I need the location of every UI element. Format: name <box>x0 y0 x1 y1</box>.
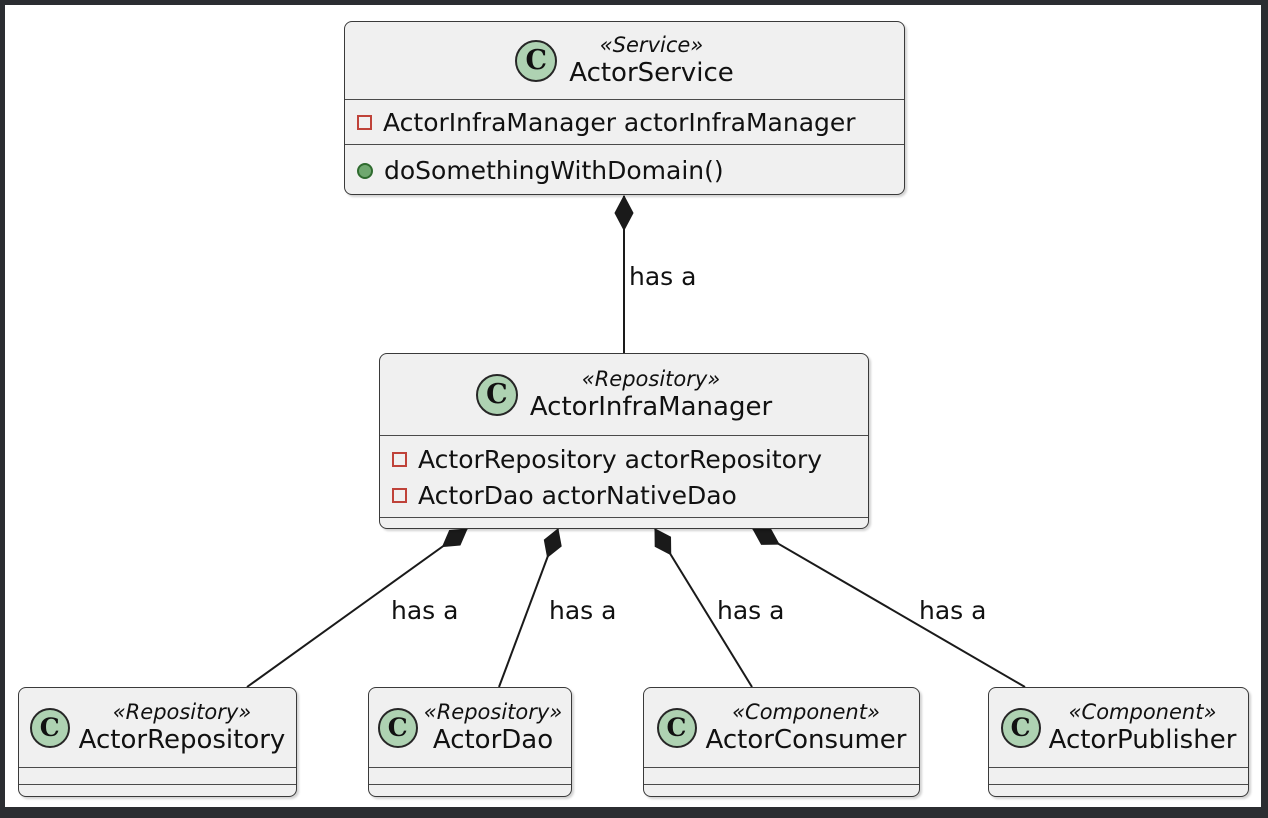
class-title-actorservice: C «Service» ActorService <box>345 22 904 99</box>
edge-label-has-a: has a <box>629 262 697 291</box>
class-name: ActorRepository <box>78 724 286 755</box>
edge-label-has-a: has a <box>717 596 785 625</box>
fields-compartment-empty <box>19 767 296 784</box>
public-method-icon <box>357 162 373 179</box>
field-text: ActorRepository actorRepository <box>418 444 823 474</box>
fields-compartment-empty <box>644 767 919 784</box>
class-box-actorinframanager: C «Repository» ActorInfraManager ActorRe… <box>379 353 869 529</box>
class-stereotype: «Component» <box>1068 699 1217 724</box>
methods-compartment-empty <box>369 784 571 796</box>
class-title-actorinframanager: C «Repository» ActorInfraManager <box>380 354 868 435</box>
composition-edge-inframanager-consumer <box>654 528 753 688</box>
class-stereotype: «Repository» <box>581 366 721 391</box>
class-circle-icon: C <box>29 707 70 748</box>
class-circle-icon: C <box>475 373 518 416</box>
composition-diamond-icon <box>614 194 634 232</box>
private-field-icon <box>392 451 407 467</box>
edge-label-has-a: has a <box>919 596 987 625</box>
field-row: ActorRepository actorRepository <box>380 441 868 477</box>
methods-compartment-empty <box>989 784 1248 796</box>
class-title-actorpublisher: C «Component» ActorPublisher <box>989 688 1248 767</box>
class-circle-icon: C <box>1000 707 1041 748</box>
method-row: doSomethingWithDomain() <box>345 145 904 194</box>
class-name: ActorConsumer <box>705 724 907 755</box>
class-name: ActorDao <box>432 724 554 755</box>
class-title-actorrepository: C «Repository» ActorRepository <box>19 688 296 767</box>
fields-compartment-empty <box>369 767 571 784</box>
composition-diamond-icon <box>543 528 562 559</box>
class-box-actorrepository: C «Repository» ActorRepository <box>18 687 297 797</box>
class-box-actordao: C «Repository» ActorDao <box>368 687 572 797</box>
methods-compartment-empty <box>19 784 296 796</box>
class-circle-icon: C <box>515 39 558 82</box>
class-title-actordao: C «Repository» ActorDao <box>369 688 571 767</box>
fields-compartment-empty <box>989 767 1248 784</box>
composition-edge-inframanager-dao <box>498 528 562 688</box>
edge-label-has-a: has a <box>549 596 617 625</box>
class-box-actorservice: C «Service» ActorService ActorInfraManag… <box>344 21 905 195</box>
class-stereotype: «Repository» <box>112 699 252 724</box>
methods-compartment: doSomethingWithDomain() <box>345 144 904 194</box>
class-box-actorconsumer: C «Component» ActorConsumer <box>643 687 920 797</box>
field-text: ActorInfraManager actorInfraManager <box>383 107 856 137</box>
class-circle-icon: C <box>656 707 697 748</box>
class-stereotype: «Repository» <box>423 699 563 724</box>
composition-edge-inframanager-repository <box>246 528 468 688</box>
field-row: ActorDao actorNativeDao <box>380 477 868 513</box>
class-stereotype: «Service» <box>599 32 704 57</box>
class-name: ActorService <box>569 57 734 88</box>
class-stereotype: «Component» <box>732 699 880 724</box>
private-field-icon <box>392 487 407 503</box>
methods-compartment-empty <box>644 784 919 796</box>
field-row: ActorInfraManager actorInfraManager <box>345 100 904 144</box>
fields-compartment: ActorInfraManager actorInfraManager <box>345 99 904 144</box>
method-text: doSomethingWithDomain() <box>384 156 724 185</box>
composition-diamond-icon <box>654 528 672 556</box>
private-field-icon <box>357 114 372 130</box>
composition-diamond-icon <box>441 528 468 548</box>
methods-compartment-empty <box>380 517 868 528</box>
field-text: ActorDao actorNativeDao <box>418 480 737 510</box>
composition-edge-service-inframanager <box>614 194 634 353</box>
edge-label-has-a: has a <box>391 596 459 625</box>
class-box-actorpublisher: C «Component» ActorPublisher <box>988 687 1249 797</box>
class-circle-icon: C <box>377 707 418 748</box>
fields-compartment: ActorRepository actorRepository ActorDao… <box>380 435 868 517</box>
class-name: ActorPublisher <box>1048 724 1237 755</box>
class-title-actorconsumer: C «Component» ActorConsumer <box>644 688 919 767</box>
class-name: ActorInfraManager <box>529 391 773 422</box>
